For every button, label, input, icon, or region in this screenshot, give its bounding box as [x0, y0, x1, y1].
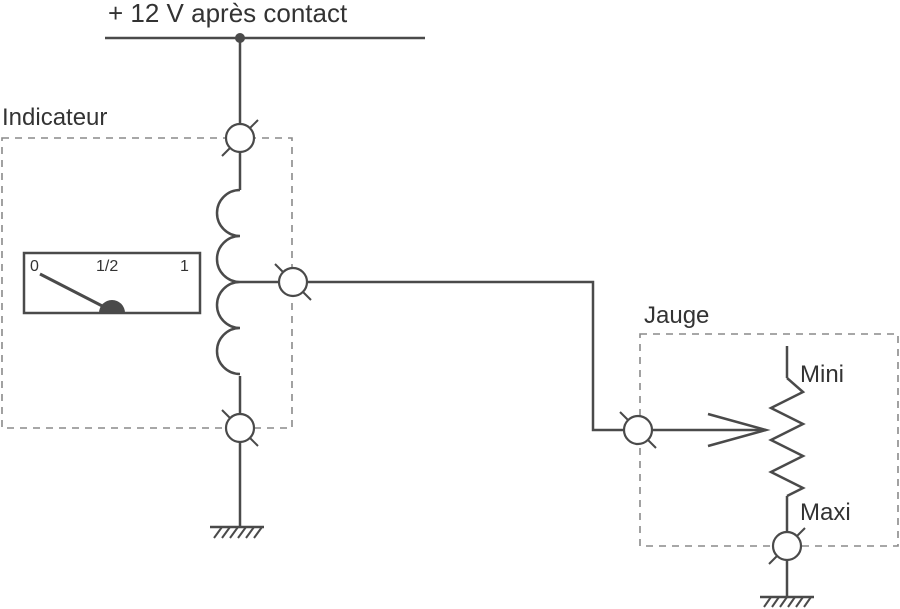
gauge-title: Jauge [644, 302, 709, 329]
wiper-arrow [652, 412, 771, 448]
supply-label: + 12 V après contact [108, 0, 348, 28]
terminal-gauge-bottom [768, 527, 806, 565]
terminal-bottom [221, 409, 259, 447]
maxi-label: Maxi [800, 499, 851, 526]
meter-dial [22, 251, 202, 315]
scale-label-0: 0 [30, 258, 39, 275]
terminal-top [221, 119, 259, 157]
terminal-tap [274, 263, 312, 301]
ground-symbol-gauge [760, 595, 814, 608]
scale-label-1: 1 [180, 258, 189, 275]
signal-wire [307, 280, 624, 432]
ground-symbol-indicator [210, 525, 264, 539]
supply-rail [105, 33, 425, 43]
gauge-resistor [768, 346, 806, 532]
mini-label: Mini [800, 361, 844, 388]
indicator-title: Indicateur [2, 104, 107, 131]
coil-winding [215, 188, 241, 376]
terminal-gauge-input [619, 411, 657, 449]
meter-needle [39, 272, 113, 313]
scale-label-half: 1/2 [96, 258, 118, 275]
